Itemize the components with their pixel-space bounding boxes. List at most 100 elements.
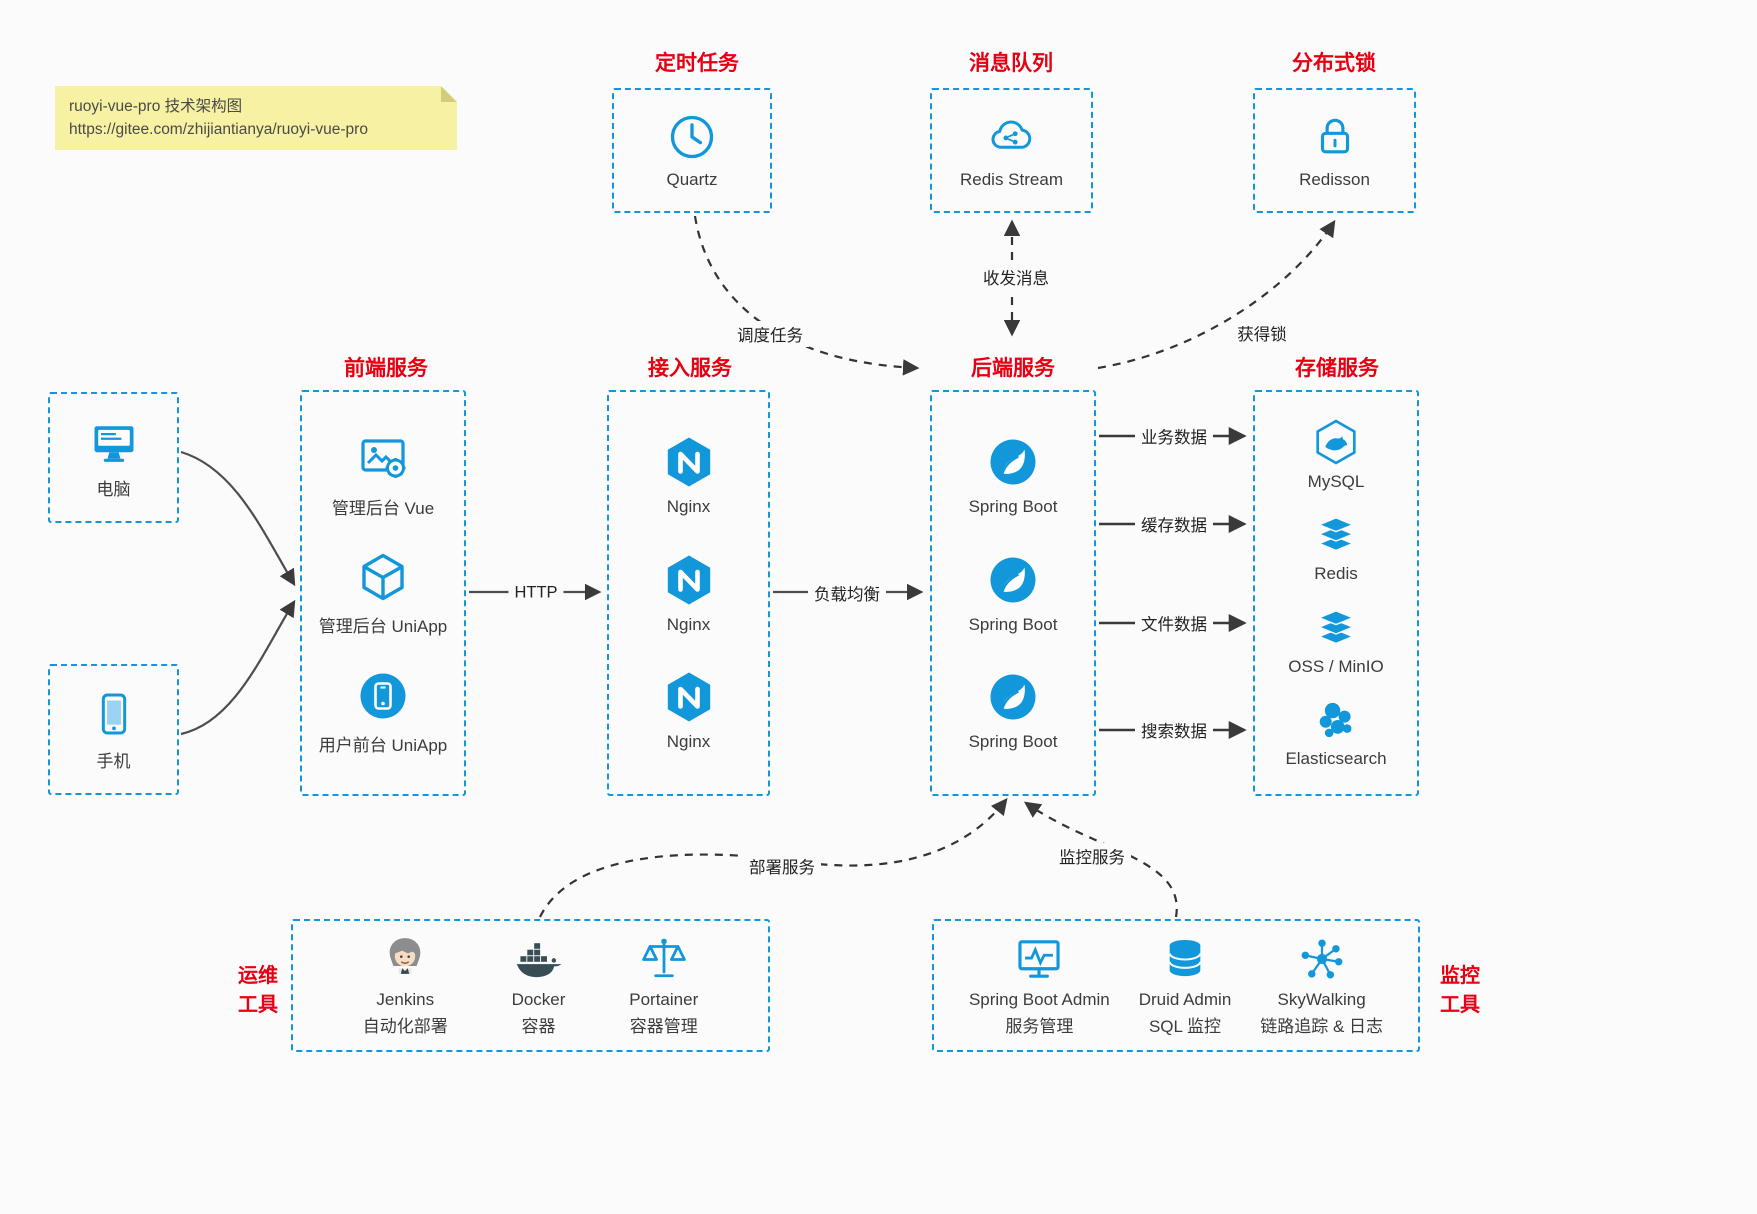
node-label: Nginx bbox=[666, 731, 711, 751]
edge-label-file-data: 文件数据 bbox=[1135, 610, 1213, 636]
monitor-icon bbox=[94, 425, 133, 462]
spring-leaf-icon bbox=[990, 674, 1036, 720]
node-label: MySQL bbox=[1307, 472, 1365, 492]
group-title-gateway: 接入服务 bbox=[648, 357, 732, 380]
mq-box: Redis Stream bbox=[930, 88, 1093, 213]
edge-label-http: HTTP bbox=[508, 582, 564, 604]
node-quartz: Quartz bbox=[666, 111, 718, 190]
node-label: 管理后台 UniApp bbox=[318, 617, 448, 636]
node-label: OSS / MinIO bbox=[1288, 656, 1384, 676]
monitoring-tools-label: 监控 工具 bbox=[1440, 965, 1480, 1016]
node-label: Jenkins bbox=[376, 989, 435, 1009]
node-label: Spring Boot bbox=[968, 731, 1058, 751]
node-label: Portainer bbox=[629, 989, 699, 1009]
group-title-backend: 后端服务 bbox=[971, 357, 1055, 380]
node-label: Spring Boot bbox=[968, 614, 1058, 634]
edge-label-deploy: 部署服务 bbox=[743, 853, 821, 879]
elasticsearch-icon bbox=[1319, 702, 1352, 737]
edge-label-acquire-lock: 获得锁 bbox=[1231, 320, 1293, 346]
lock-icon bbox=[1320, 118, 1349, 154]
node-sublabel: 容器 bbox=[521, 1016, 556, 1036]
node-spring-boot-admin: Spring Boot Admin 服务管理 bbox=[969, 933, 1110, 1039]
scales-icon bbox=[641, 938, 686, 977]
node-sublabel: 链路追踪 & 日志 bbox=[1260, 1016, 1384, 1036]
node-label: 手机 bbox=[96, 751, 131, 771]
node-jenkins: Jenkins 自动化部署 bbox=[363, 933, 448, 1039]
sticky-note: ruoyi-vue-pro 技术架构图 https://gitee.com/zh… bbox=[55, 86, 457, 150]
node-label: Redisson bbox=[1299, 170, 1370, 189]
note-title: ruoyi-vue-pro 技术架构图 bbox=[69, 98, 243, 115]
monitoring-box: Spring Boot Admin 服务管理 Druid Admin SQL 监… bbox=[932, 919, 1420, 1052]
node-label: Elasticsearch bbox=[1285, 748, 1387, 768]
nginx-icon bbox=[667, 555, 710, 604]
node-springboot-3: Spring Boot bbox=[968, 669, 1058, 752]
node-label: Redis bbox=[1314, 564, 1358, 584]
node-sublabel: 服务管理 bbox=[1005, 1016, 1074, 1036]
edge-phone-to-frontend bbox=[180, 599, 296, 736]
node-nginx-3: Nginx bbox=[661, 669, 717, 752]
node-label: 管理后台 Vue bbox=[331, 498, 435, 518]
monitor-chart-icon bbox=[1018, 939, 1060, 978]
node-label: Spring Boot bbox=[968, 497, 1058, 517]
edge-pc-to-frontend bbox=[180, 450, 296, 587]
spring-leaf-icon bbox=[990, 557, 1036, 602]
redis-stack-icon bbox=[1317, 517, 1355, 552]
node-elasticsearch: Elasticsearch bbox=[1285, 696, 1387, 769]
group-title-storage: 存储服务 bbox=[1295, 357, 1379, 380]
node-label: Quartz bbox=[666, 170, 718, 189]
node-springboot-2: Spring Boot bbox=[968, 552, 1058, 635]
client-pc-box: 电脑 bbox=[48, 392, 179, 523]
node-label: Druid Admin bbox=[1138, 989, 1232, 1009]
note-url: https://gitee.com/zhijiantianya/ruoyi-vu… bbox=[69, 121, 368, 139]
node-oss-minio: OSS / MinIO bbox=[1288, 604, 1384, 677]
edge-label-monitor: 监控服务 bbox=[1053, 843, 1131, 869]
node-label: Nginx bbox=[666, 497, 711, 517]
admin-screen-gear-icon bbox=[361, 438, 406, 478]
frontend-box: 管理后台 Vue 管理后台 UniApp 用户前台 UniApp bbox=[300, 390, 466, 796]
nginx-icon bbox=[667, 437, 710, 487]
group-title-frontend: 前端服务 bbox=[344, 357, 428, 380]
node-springboot-1: Spring Boot bbox=[968, 434, 1058, 517]
node-user-uniapp: 用户前台 UniApp bbox=[319, 668, 447, 756]
node-redis-stream: Redis Stream bbox=[960, 111, 1063, 190]
edge-label-message: 收发消息 bbox=[977, 264, 1055, 290]
spring-leaf-icon bbox=[990, 439, 1036, 485]
node-sublabel: 容器管理 bbox=[629, 1016, 698, 1036]
node-sublabel: SQL 监控 bbox=[1148, 1016, 1222, 1036]
docker-whale-icon bbox=[516, 942, 561, 977]
node-label: Spring Boot Admin bbox=[968, 989, 1110, 1009]
storage-stack-icon bbox=[1317, 609, 1355, 644]
node-phone: 手机 bbox=[88, 688, 140, 772]
node-redisson: Redisson bbox=[1299, 111, 1370, 190]
edge-label-business-data: 业务数据 bbox=[1135, 423, 1213, 449]
node-docker: Docker 容器 bbox=[512, 933, 566, 1039]
backend-box: Spring Boot Spring Boot Spring Boot bbox=[930, 390, 1096, 796]
node-nginx-2: Nginx bbox=[661, 552, 717, 635]
node-sublabel: 自动化部署 bbox=[362, 1016, 448, 1036]
jenkins-butler-icon bbox=[389, 937, 421, 974]
edge-acquire-lock-arrow bbox=[1097, 219, 1336, 370]
clock-icon bbox=[670, 115, 714, 159]
node-label: SkyWalking bbox=[1277, 989, 1366, 1009]
node-admin-vue: 管理后台 Vue bbox=[332, 431, 434, 519]
node-label: Redis Stream bbox=[960, 170, 1063, 189]
edge-label-load-balance: 负载均衡 bbox=[808, 580, 886, 606]
network-graph-icon bbox=[1301, 939, 1343, 979]
ops-box: Jenkins 自动化部署 Doc bbox=[291, 919, 770, 1052]
node-label: 用户前台 UniApp bbox=[318, 735, 448, 755]
node-label: Docker bbox=[511, 989, 566, 1009]
edge-label-search-data: 搜索数据 bbox=[1135, 717, 1213, 743]
client-phone-box: 手机 bbox=[48, 664, 179, 795]
group-title-scheduler: 定时任务 bbox=[655, 52, 739, 75]
edge-label-cache-data: 缓存数据 bbox=[1135, 511, 1213, 537]
node-nginx-1: Nginx bbox=[661, 434, 717, 517]
database-icon bbox=[1168, 939, 1202, 976]
nginx-icon bbox=[667, 672, 710, 722]
cube-icon bbox=[362, 553, 404, 601]
node-admin-uniapp: 管理后台 UniApp bbox=[319, 549, 447, 637]
group-title-mq: 消息队列 bbox=[969, 52, 1053, 75]
scheduler-box: Quartz bbox=[612, 88, 772, 213]
ops-tools-label: 运维 工具 bbox=[238, 965, 278, 1016]
